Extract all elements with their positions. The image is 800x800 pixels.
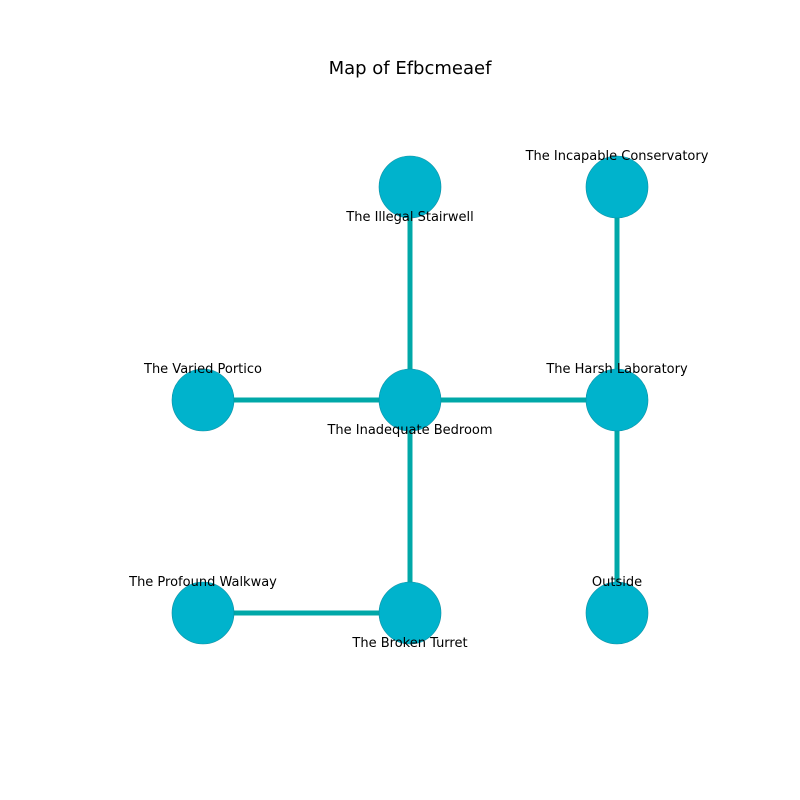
room-label-profound-walkway: The Profound Walkway	[128, 575, 277, 590]
room-label-incapable-conservatory: The Incapable Conservatory	[525, 149, 709, 164]
rooms-layer	[171, 155, 649, 645]
room-node-profound-walkway[interactable]	[171, 581, 235, 645]
room-label-inadequate-bedroom: The Inadequate Bedroom	[326, 423, 492, 438]
room-label-illegal-stairwell: The Illegal Stairwell	[345, 210, 473, 225]
room-node-harsh-laboratory[interactable]	[585, 368, 649, 432]
room-label-broken-turret: The Broken Turret	[351, 636, 467, 651]
room-label-varied-portico: The Varied Portico	[143, 362, 262, 377]
room-label-outside: Outside	[592, 575, 642, 590]
room-node-inadequate-bedroom[interactable]	[378, 368, 442, 432]
map-title: Map of Efbcmeaef	[329, 58, 493, 79]
room-node-varied-portico[interactable]	[171, 368, 235, 432]
room-node-incapable-conservatory[interactable]	[585, 155, 649, 219]
room-node-broken-turret[interactable]	[378, 581, 442, 645]
labels-layer: The Illegal Stairwell The Incapable Conse…	[128, 149, 709, 651]
room-node-illegal-stairwell[interactable]	[378, 155, 442, 219]
connections-layer	[203, 187, 620, 616]
room-label-harsh-laboratory: The Harsh Laboratory	[545, 362, 688, 377]
room-node-outside[interactable]	[585, 581, 649, 645]
